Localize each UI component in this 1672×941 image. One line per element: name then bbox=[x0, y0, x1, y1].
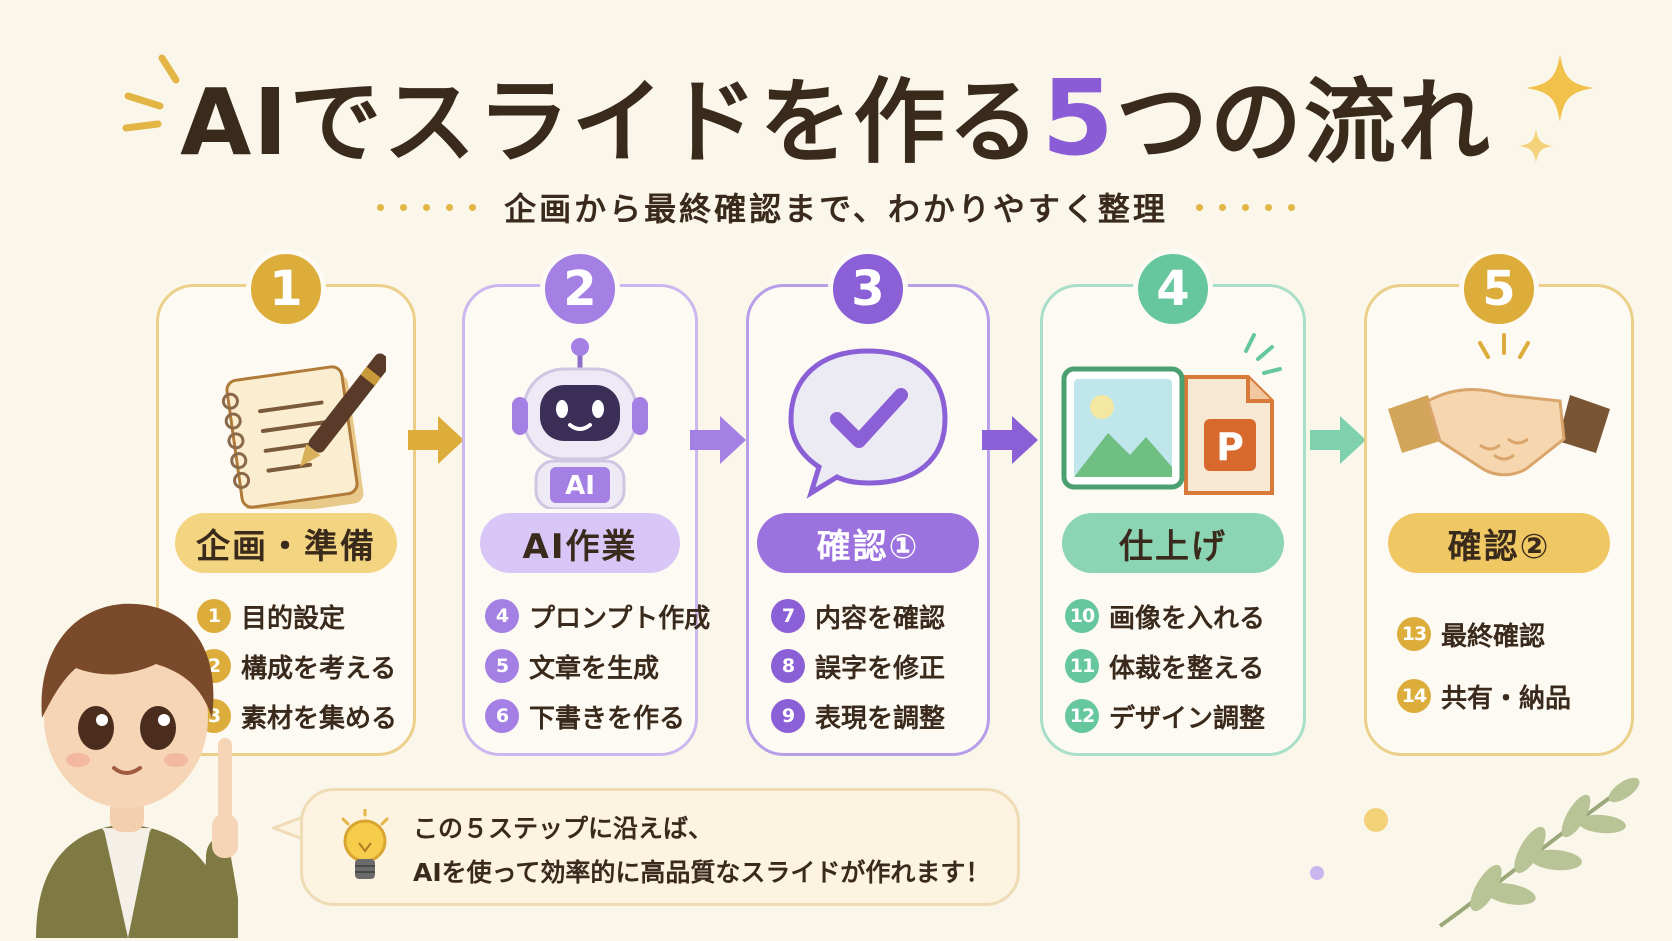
item-text: 表現を調整 bbox=[815, 703, 946, 734]
item-text: 下書きを作る bbox=[529, 703, 686, 734]
lightbulb-icon bbox=[341, 809, 389, 879]
item-number-badge: 5 bbox=[485, 649, 519, 683]
step-label: 確認① bbox=[757, 513, 979, 573]
list-item: 12 デザイン調整 bbox=[1065, 691, 1293, 741]
list-item: 11 体裁を整える bbox=[1065, 641, 1293, 691]
title-main: AIでスライドを作る bbox=[180, 69, 1042, 176]
arrow-right-icon bbox=[690, 416, 746, 464]
arrow-right-icon bbox=[1310, 416, 1366, 464]
item-text: 最終確認 bbox=[1441, 621, 1546, 652]
step-item-list: 7 内容を確認 8 誤字を修正 9 表現を調整 bbox=[771, 591, 977, 741]
item-text: 素材を集める bbox=[241, 703, 398, 734]
item-number-badge: 7 bbox=[771, 599, 805, 633]
list-item: 8 誤字を修正 bbox=[771, 641, 977, 691]
dots-left bbox=[377, 203, 477, 211]
step-card-5: 5 確認② 13 最終確認 14 共有・納品 bbox=[1364, 249, 1634, 756]
tip-bubble: この５ステップに沿えば、 AIを使って効率的に高品質なスライドが作れます！ bbox=[300, 788, 1020, 906]
step-label: 企画・準備 bbox=[175, 513, 397, 573]
item-number-badge: 9 bbox=[771, 699, 805, 733]
pointing-boy-illustration bbox=[36, 603, 238, 938]
title-accent-number: 5 bbox=[1041, 57, 1116, 179]
step-label: 仕上げ bbox=[1062, 513, 1284, 573]
check-bubble-icon bbox=[749, 329, 987, 509]
item-text: 誤字を修正 bbox=[815, 653, 946, 684]
item-text: 構成を考える bbox=[241, 653, 397, 684]
step-label: 確認② bbox=[1388, 513, 1610, 573]
item-number-badge: 12 bbox=[1065, 699, 1099, 733]
step-item-list: 4 プロンプト作成 5 文章を生成 6 下書きを作る bbox=[485, 591, 710, 741]
image-and-slide-icon: P bbox=[1043, 329, 1303, 509]
item-number-badge: 8 bbox=[771, 649, 805, 683]
list-item: 4 プロンプト作成 bbox=[485, 591, 710, 641]
list-item: 1 目的設定 bbox=[197, 591, 403, 641]
step-item-list: 13 最終確認 14 共有・納品 bbox=[1397, 603, 1621, 727]
step-card-4: 4 P 仕上げ 10 画像を入れる 11 体裁を整える 12 デザイン調整 bbox=[1040, 249, 1306, 756]
step-label: AI作業 bbox=[480, 513, 680, 573]
leaf-branch-icon bbox=[1438, 777, 1640, 928]
sparkle-small-icon bbox=[1519, 129, 1553, 163]
item-text: デザイン調整 bbox=[1109, 703, 1266, 734]
item-text: 内容を確認 bbox=[815, 603, 946, 634]
slide-file-letter: P bbox=[1216, 425, 1244, 469]
arrow-right-icon bbox=[408, 416, 464, 464]
decor-dot bbox=[1310, 866, 1324, 880]
list-item: 5 文章を生成 bbox=[485, 641, 685, 691]
item-text: 共有・納品 bbox=[1441, 683, 1572, 714]
tip-line-1: この５ステップに沿えば、 bbox=[413, 814, 714, 843]
list-item: 14 共有・納品 bbox=[1397, 665, 1621, 727]
list-item: 6 下書きを作る bbox=[485, 691, 685, 741]
list-item: 7 内容を確認 bbox=[771, 591, 977, 641]
tip-line-2: AIを使って効率的に高品質なスライドが作れます！ bbox=[413, 858, 991, 887]
handshake-icon bbox=[1367, 329, 1631, 509]
item-number-badge: 10 bbox=[1065, 599, 1099, 633]
step-badge: 1 bbox=[246, 249, 326, 329]
robot-icon: AI bbox=[465, 329, 695, 509]
subtitle: 企画から最終確認まで、わかりやすく整理 bbox=[504, 190, 1168, 228]
item-text: プロンプト作成 bbox=[529, 603, 711, 634]
title-tail: つの流れ bbox=[1115, 69, 1492, 176]
burst-lines-icon bbox=[122, 54, 180, 132]
item-text: 目的設定 bbox=[241, 603, 346, 634]
step-badge: 5 bbox=[1459, 249, 1539, 329]
item-number-badge: 4 bbox=[485, 599, 519, 633]
list-item: 13 最終確認 bbox=[1397, 603, 1621, 665]
list-item: 9 表現を調整 bbox=[771, 691, 977, 741]
robot-chest-label: AI bbox=[565, 471, 595, 501]
step-badge: 2 bbox=[540, 249, 620, 329]
item-text: 文章を生成 bbox=[529, 653, 660, 684]
tip-text: この５ステップに沿えば、 AIを使って効率的に高品質なスライドが作れます！ bbox=[413, 807, 990, 895]
list-item: 10 画像を入れる bbox=[1065, 591, 1293, 641]
dots-right bbox=[1195, 203, 1295, 211]
item-number-badge: 14 bbox=[1397, 679, 1431, 713]
decor-dot bbox=[1364, 808, 1388, 832]
item-text: 画像を入れる bbox=[1109, 603, 1266, 634]
item-number-badge: 6 bbox=[485, 699, 519, 733]
step-badge: 4 bbox=[1133, 249, 1213, 329]
sparkle-icon bbox=[1526, 54, 1594, 122]
arrow-right-icon bbox=[982, 416, 1038, 464]
step-item-list: 10 画像を入れる 11 体裁を整える 12 デザイン調整 bbox=[1065, 591, 1293, 741]
item-number-badge: 1 bbox=[197, 599, 231, 633]
step-badge: 3 bbox=[828, 249, 908, 329]
notebook-pen-icon bbox=[159, 329, 413, 509]
item-text: 体裁を整える bbox=[1109, 653, 1265, 684]
page-title: AIでスライドを作る5つの流れ bbox=[0, 48, 1672, 181]
subtitle-row: 企画から最終確認まで、わかりやすく整理 bbox=[0, 184, 1672, 230]
item-number-badge: 11 bbox=[1065, 649, 1099, 683]
item-number-badge: 13 bbox=[1397, 617, 1431, 651]
step-card-3: 3 確認① 7 内容を確認 8 誤字を修正 9 表現を調整 bbox=[746, 249, 990, 756]
step-card-2: 2 AI AI作業 4 プロンプト作成 5 文章を生成 6 下書きを作る bbox=[462, 249, 710, 756]
